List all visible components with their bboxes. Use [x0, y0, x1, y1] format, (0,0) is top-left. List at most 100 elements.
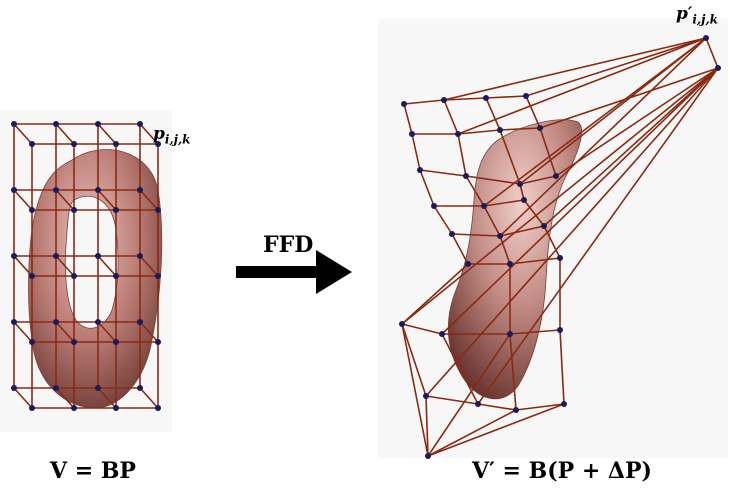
lattice-edge [425, 395, 479, 405]
control-point [113, 405, 119, 411]
control-point [71, 405, 77, 411]
lattice-edge [543, 67, 719, 227]
lattice-edge [13, 255, 33, 277]
control-point [557, 327, 563, 333]
lattice-edge [465, 175, 485, 207]
control-point [113, 141, 119, 147]
lattice-edge [483, 37, 707, 207]
lattice-edge [441, 333, 479, 405]
lattice-edge [499, 37, 707, 237]
control-point [71, 273, 77, 279]
control-point [53, 385, 59, 391]
right-lattice [399, 35, 721, 459]
control-point [53, 121, 59, 127]
lattice-edge [523, 199, 545, 227]
right-equation: V′ = B(P + ΔP) [472, 458, 652, 484]
lattice-edge [539, 127, 557, 177]
control-point [455, 131, 461, 137]
control-point [449, 231, 455, 237]
right-point-symbol: p′ [676, 4, 693, 24]
control-point [561, 401, 567, 407]
lattice-edge [559, 329, 565, 405]
control-point [507, 331, 513, 337]
lattice-edge [97, 123, 117, 145]
control-point [523, 93, 529, 99]
lattice-edge [139, 255, 159, 277]
lattice-edge [411, 133, 421, 171]
lattice-edge [451, 233, 501, 237]
lattice-edge [451, 233, 469, 265]
control-point [439, 331, 445, 337]
control-point [11, 385, 17, 391]
lattice-edge [403, 99, 445, 105]
lattice-edge [555, 67, 719, 177]
lattice-edge [499, 129, 521, 185]
control-point [71, 207, 77, 213]
control-point [29, 141, 35, 147]
control-point [11, 253, 17, 259]
lattice-edge [13, 189, 33, 211]
lattice-edge [401, 323, 427, 397]
control-point [537, 125, 543, 131]
control-point [137, 253, 143, 259]
lattice-edge [13, 321, 33, 343]
control-point [113, 273, 119, 279]
lattice-edge [539, 67, 719, 129]
control-point [137, 121, 143, 127]
lattice-edge [425, 395, 429, 457]
control-point [703, 35, 709, 41]
control-point [95, 253, 101, 259]
lattice-edge [419, 169, 435, 207]
control-point [497, 127, 503, 133]
left-equation: V = BP [50, 458, 136, 484]
control-point [553, 173, 559, 179]
lattice-edge [55, 387, 75, 409]
control-point [399, 321, 405, 327]
control-point [71, 141, 77, 147]
control-point [155, 273, 161, 279]
lattice-edge [543, 225, 561, 259]
control-point [29, 339, 35, 345]
control-point [137, 319, 143, 325]
control-point [155, 405, 161, 411]
lattice-edge [401, 323, 443, 335]
lattice-edge [97, 387, 117, 409]
lattice-edge [139, 189, 159, 211]
control-point [409, 131, 415, 137]
right-point-subscript: i,j,k [692, 12, 718, 27]
control-point [465, 261, 471, 267]
lattice-edge [525, 37, 707, 97]
control-point [715, 65, 721, 71]
control-point [155, 207, 161, 213]
lattice-edge [483, 199, 525, 207]
control-point [481, 203, 487, 209]
control-point [53, 187, 59, 193]
lattice-edge [427, 409, 517, 457]
lattice-edge [457, 129, 501, 135]
lattice-edge [401, 323, 429, 457]
control-point [95, 121, 101, 127]
lattice-edge [483, 205, 501, 237]
control-point [11, 187, 17, 193]
ffd-arrow [236, 250, 352, 294]
lattice-edge [443, 37, 707, 101]
lattice-edge [525, 95, 541, 129]
lattice-edge [705, 37, 719, 69]
control-point [513, 407, 519, 413]
lattice-edge [139, 387, 159, 409]
lattice-edge [457, 37, 707, 135]
lattice-edge [427, 403, 565, 457]
control-point [557, 255, 563, 261]
right-control-point-label: p′i,j,k [676, 4, 718, 26]
ffd-label: FFD [263, 232, 314, 258]
left-control-point-label: pi,j,k [153, 124, 190, 146]
lattice-edge [499, 225, 545, 237]
lattice-edge [499, 127, 541, 131]
control-point [401, 101, 407, 107]
lattice-edge [401, 67, 719, 325]
control-point [441, 97, 447, 103]
control-point [95, 385, 101, 391]
left-point-symbol: p [153, 124, 165, 144]
